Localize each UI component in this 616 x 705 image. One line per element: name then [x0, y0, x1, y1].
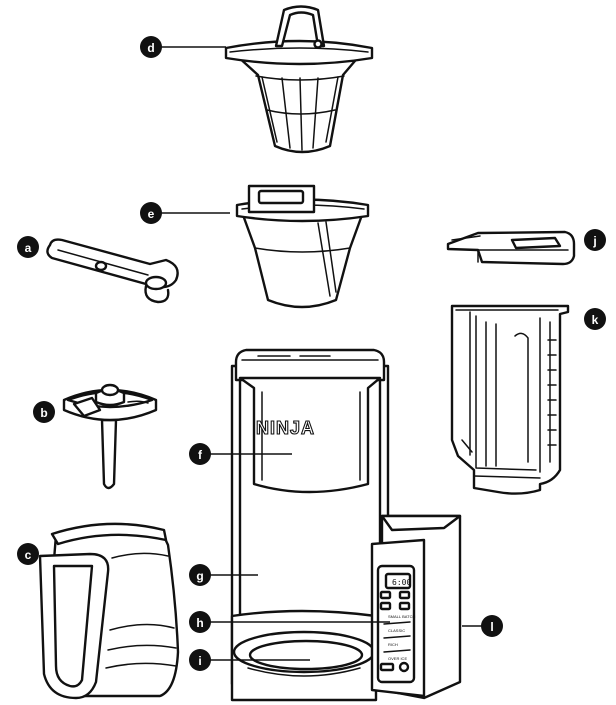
brew-basket — [235, 184, 370, 309]
callout-g-label: g — [196, 569, 203, 583]
callout-k: k — [584, 308, 606, 330]
callout-d: d — [140, 36, 162, 58]
callout-c: c — [17, 543, 39, 565]
callout-f: f — [189, 443, 211, 465]
callout-g: g — [189, 564, 211, 586]
glass-carafe — [38, 522, 180, 700]
coffee-maker: 6:00 SMALL BATCH CLASSIC RICH OVER ICE N… — [230, 348, 462, 702]
panel-label-2: CLASSIC — [388, 628, 405, 633]
callout-i: i — [189, 649, 211, 671]
callout-k-label: k — [592, 313, 599, 327]
callout-d-label: d — [147, 41, 154, 55]
carafe-lid — [62, 383, 158, 490]
panel-label-1: SMALL BATCH — [388, 614, 415, 619]
callout-l: l — [481, 615, 503, 637]
callout-i-label: i — [198, 654, 201, 668]
callout-b: b — [33, 401, 55, 423]
water-reservoir — [450, 304, 570, 495]
display-readout: 6:00 — [392, 578, 411, 587]
callout-h-label: h — [196, 616, 203, 630]
reservoir-lid — [446, 230, 576, 266]
callout-h: h — [189, 611, 211, 633]
measuring-scoop — [46, 238, 179, 304]
callout-j: j — [584, 229, 606, 251]
brand-logo: NINJA — [256, 418, 315, 438]
leader-lines — [160, 46, 484, 661]
callout-b-label: b — [40, 406, 47, 420]
callout-a: a — [17, 236, 39, 258]
callout-e: e — [140, 202, 162, 224]
panel-label-3: RICH — [388, 642, 398, 647]
callout-c-label: c — [25, 548, 32, 562]
callout-l-label: l — [490, 620, 493, 634]
callout-f-label: f — [198, 448, 203, 462]
panel-label-4: OVER ICE — [388, 656, 407, 661]
callout-a-label: a — [25, 241, 32, 255]
callout-j-label: j — [592, 234, 596, 248]
callout-e-label: e — [148, 207, 155, 221]
permanent-filter — [224, 5, 374, 154]
